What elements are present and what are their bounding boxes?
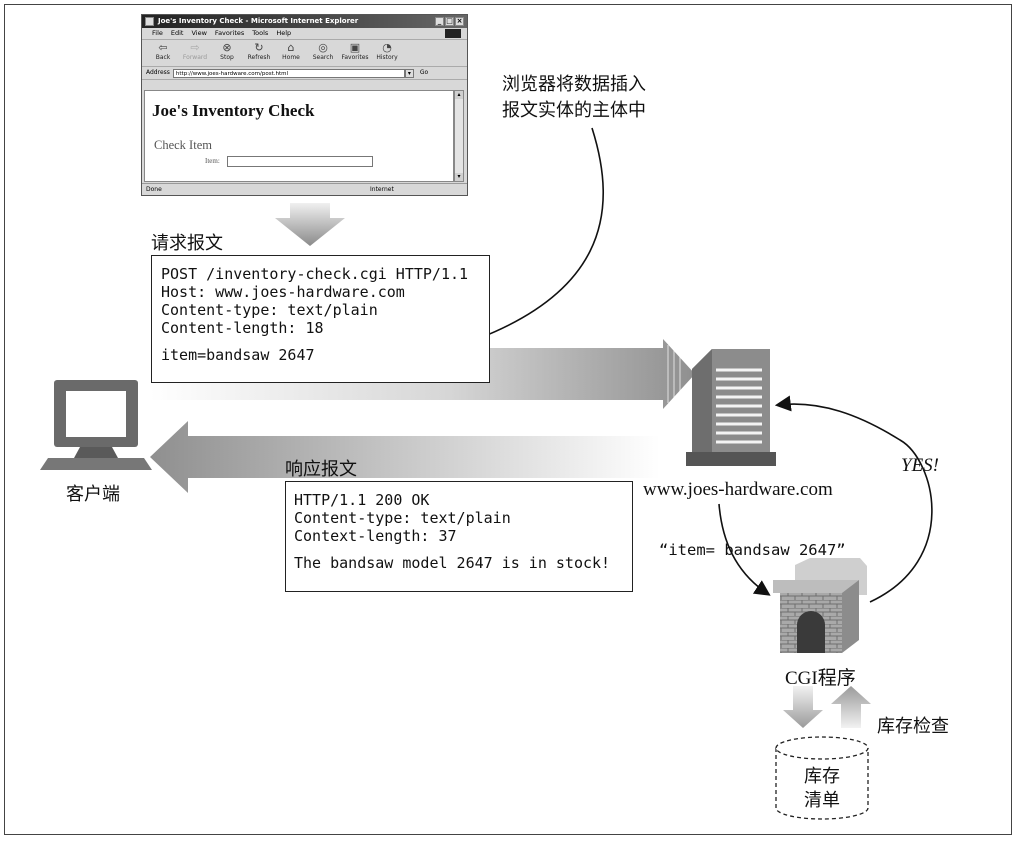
check-item-label: Check Item — [154, 138, 212, 152]
address-dropdown-icon[interactable]: ▾ — [404, 68, 414, 78]
refresh-icon: ↻ — [254, 41, 264, 54]
item-field-label: Item: — [205, 157, 220, 165]
db-label: 库存 清单 — [796, 765, 848, 813]
down-small-arrow — [783, 686, 823, 728]
maximize-button[interactable]: □ — [445, 17, 454, 26]
stop-icon: ⊗ — [222, 41, 232, 54]
response-line-3: Context-length: 37 — [294, 527, 457, 545]
page-heading: Joe's Inventory Check — [152, 101, 315, 120]
client-computer-icon — [40, 380, 152, 470]
response-line-1: HTTP/1.1 200 OK — [294, 491, 430, 509]
go-button[interactable]: Go — [419, 69, 429, 76]
menu-edit[interactable]: Edit — [170, 29, 184, 37]
back-label: Back — [155, 54, 171, 61]
request-line-2: Host: www.joes-hardware.com — [161, 283, 405, 301]
cgi-to-server-arrow — [774, 395, 933, 603]
history-label: History — [376, 54, 398, 61]
cgi-label: CGI程序 — [785, 668, 856, 689]
favorites-button[interactable]: ▣Favorites — [340, 40, 370, 66]
response-message-box: HTTP/1.1 200 OK Content-type: text/plain… — [285, 481, 633, 592]
menu-view[interactable]: View — [191, 29, 207, 37]
request-title: 请求报文 — [151, 233, 223, 254]
favorites-icon: ▣ — [349, 41, 361, 54]
annotation-text: 浏览器将数据插入 报文实体的主体中 — [502, 72, 646, 124]
request-message-box: POST /inventory-check.cgi HTTP/1.1 Host:… — [151, 255, 490, 383]
search-label: Search — [312, 54, 334, 61]
forward-button[interactable]: ⇨Forward — [180, 40, 210, 66]
windows-logo-icon — [445, 29, 461, 38]
browser-window: Joe's Inventory Check - Microsoft Intern… — [141, 14, 468, 196]
search-icon: ◎ — [318, 41, 328, 54]
history-icon: ◔ — [382, 41, 392, 54]
menu-favorites[interactable]: Favorites — [214, 29, 245, 37]
response-line-2: Content-type: text/plain — [294, 509, 511, 527]
item-input[interactable] — [227, 156, 373, 167]
address-bar: Address http://www.joes-hardware.com/pos… — [142, 67, 467, 80]
request-line-4: Content-length: 18 — [161, 319, 324, 337]
cgi-gateway-icon — [773, 558, 867, 653]
browser-toolbar: ⇦Back ⇨Forward ⊗Stop ↻Refresh ⌂Home ◎Sea… — [142, 40, 467, 67]
home-button[interactable]: ⌂Home — [276, 40, 306, 66]
db-label-line-2: 清单 — [804, 790, 840, 811]
status-bar: Done Internet — [142, 183, 467, 195]
response-arrow — [150, 421, 660, 493]
minimize-button[interactable]: _ — [435, 17, 444, 26]
ie-app-icon — [145, 17, 154, 26]
stop-button[interactable]: ⊗Stop — [212, 40, 242, 66]
request-arrow-stripes — [667, 345, 681, 403]
browser-title: Joe's Inventory Check - Microsoft Intern… — [158, 17, 359, 25]
annotation-line-2: 报文实体的主体中 — [502, 100, 646, 121]
status-done: Done — [146, 186, 162, 193]
close-button[interactable]: × — [455, 17, 464, 26]
cgi-query-label: “item= bandsaw 2647” — [659, 541, 846, 559]
up-small-arrow — [831, 686, 871, 728]
inventory-check-label: 库存检查 — [877, 716, 949, 737]
url-input[interactable]: http://www.joes-hardware.com/post.html — [172, 68, 405, 78]
scroll-up-icon[interactable]: ▴ — [455, 91, 463, 99]
request-body: item=bandsaw 2647 — [161, 346, 315, 364]
favorites-label: Favorites — [341, 54, 369, 61]
menu-file[interactable]: File — [152, 29, 163, 37]
back-button[interactable]: ⇦Back — [148, 40, 178, 66]
home-icon: ⌂ — [287, 41, 295, 54]
page-scrollbar[interactable]: ▴ ▾ — [454, 90, 464, 182]
menu-help[interactable]: Help — [276, 29, 292, 37]
forward-label: Forward — [182, 54, 208, 61]
refresh-button[interactable]: ↻Refresh — [244, 40, 274, 66]
request-line-1: POST /inventory-check.cgi HTTP/1.1 — [161, 265, 469, 283]
search-button[interactable]: ◎Search — [308, 40, 338, 66]
db-label-line-1: 库存 — [804, 766, 840, 787]
forward-arrow-icon: ⇨ — [190, 41, 200, 54]
server-icon — [686, 349, 776, 466]
inventory-database-icon — [775, 736, 869, 820]
browser-menu-bar: File Edit View Favorites Tools Help — [142, 28, 467, 40]
response-body: The bandsaw model 2647 is in stock! — [294, 554, 611, 572]
menu-tools[interactable]: Tools — [252, 29, 269, 37]
client-label: 客户端 — [66, 484, 120, 505]
response-title: 响应报文 — [285, 459, 357, 480]
address-label: Address — [146, 69, 170, 76]
status-zone: Internet — [370, 186, 394, 193]
refresh-label: Refresh — [247, 54, 271, 61]
home-label: Home — [282, 54, 300, 61]
server-label: www.joes-hardware.com — [643, 479, 833, 500]
browser-title-bar: Joe's Inventory Check - Microsoft Intern… — [142, 15, 467, 28]
diagram-frame — [4, 4, 1012, 835]
scroll-down-icon[interactable]: ▾ — [455, 173, 463, 181]
server-to-cgi-arrow — [718, 503, 771, 596]
browser-to-request-arrow — [275, 203, 345, 246]
stop-label: Stop — [220, 54, 234, 61]
back-arrow-icon: ⇦ — [158, 41, 168, 54]
request-line-3: Content-type: text/plain — [161, 301, 378, 319]
history-button[interactable]: ◔History — [372, 40, 402, 66]
yes-label: YES! — [901, 455, 939, 476]
annotation-line-1: 浏览器将数据插入 — [502, 74, 646, 95]
browser-page: Joe's Inventory Check Check Item Item: — [144, 90, 454, 182]
